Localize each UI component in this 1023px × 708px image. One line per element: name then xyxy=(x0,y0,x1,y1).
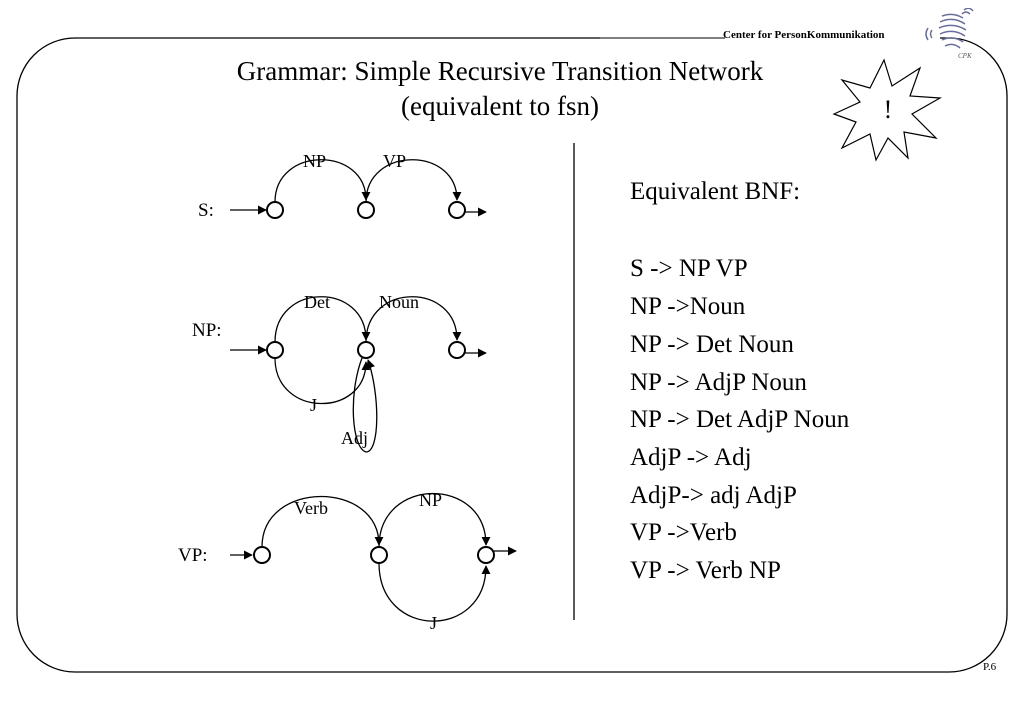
slide-title: Grammar: Simple Recursive Transition Net… xyxy=(236,56,764,86)
network-np-label: NP: xyxy=(192,320,222,341)
arc-label-jump: J xyxy=(430,613,438,633)
logo-text: CPK xyxy=(958,52,972,60)
starburst-callout: ! xyxy=(832,58,943,162)
arc-jump xyxy=(378,562,491,622)
state-node xyxy=(357,341,375,359)
network-vp xyxy=(230,492,517,622)
arc-label-adj: Adj xyxy=(341,428,368,448)
arc-label-det: Det xyxy=(304,292,330,312)
bnf-rule: NP -> Det AdjP Noun xyxy=(630,406,850,433)
bnf-rule: NP -> Det Noun xyxy=(630,331,794,358)
institution-name: Center for PersonKommunikation xyxy=(723,29,885,41)
arc-label-np: NP xyxy=(303,151,327,171)
header-mask xyxy=(600,30,940,44)
bnf-rule: VP ->Verb xyxy=(630,519,737,546)
arc-np xyxy=(378,492,491,548)
bnf-rule: VP -> Verb NP xyxy=(630,557,781,584)
state-node xyxy=(477,546,495,564)
state-node xyxy=(253,546,271,564)
bnf-heading: Equivalent BNF: xyxy=(630,178,801,205)
page-number: P.6 xyxy=(983,661,997,673)
transition-networks xyxy=(230,159,517,622)
arc-verb xyxy=(261,495,384,548)
arc-adj-loop xyxy=(352,357,378,453)
arc-label-noun: Noun xyxy=(379,292,419,312)
state-node xyxy=(448,341,466,359)
arc-noun xyxy=(365,296,462,343)
slide-subtitle: (equivalent to fsn) xyxy=(401,91,599,121)
arc-label-verb: Verb xyxy=(294,498,328,518)
state-node xyxy=(266,201,284,219)
arc-jump xyxy=(274,357,371,405)
bnf-rule: NP -> AdjP Noun xyxy=(630,369,807,396)
arc-label-vp: VP xyxy=(383,151,407,171)
callout-mark: ! xyxy=(884,95,893,124)
network-np xyxy=(230,296,487,453)
arc-det xyxy=(274,296,371,343)
arc-vp xyxy=(365,159,462,203)
network-s-label: S: xyxy=(198,200,214,221)
state-node xyxy=(370,546,388,564)
bnf-rule: AdjP-> adj AdjP xyxy=(630,482,797,509)
bnf-rule: NP ->Noun xyxy=(630,293,746,320)
arc-label-np: NP xyxy=(419,490,443,510)
network-s xyxy=(230,159,487,219)
state-node xyxy=(357,201,375,219)
cpk-logo-icon xyxy=(925,8,974,49)
state-node xyxy=(266,341,284,359)
arc-label-jump: J xyxy=(310,395,318,415)
state-node xyxy=(448,201,466,219)
bnf-rule: S -> NP VP xyxy=(630,255,748,282)
arc-np xyxy=(274,159,371,203)
bnf-rule: AdjP -> Adj xyxy=(630,444,752,471)
network-vp-label: VP: xyxy=(178,545,208,566)
